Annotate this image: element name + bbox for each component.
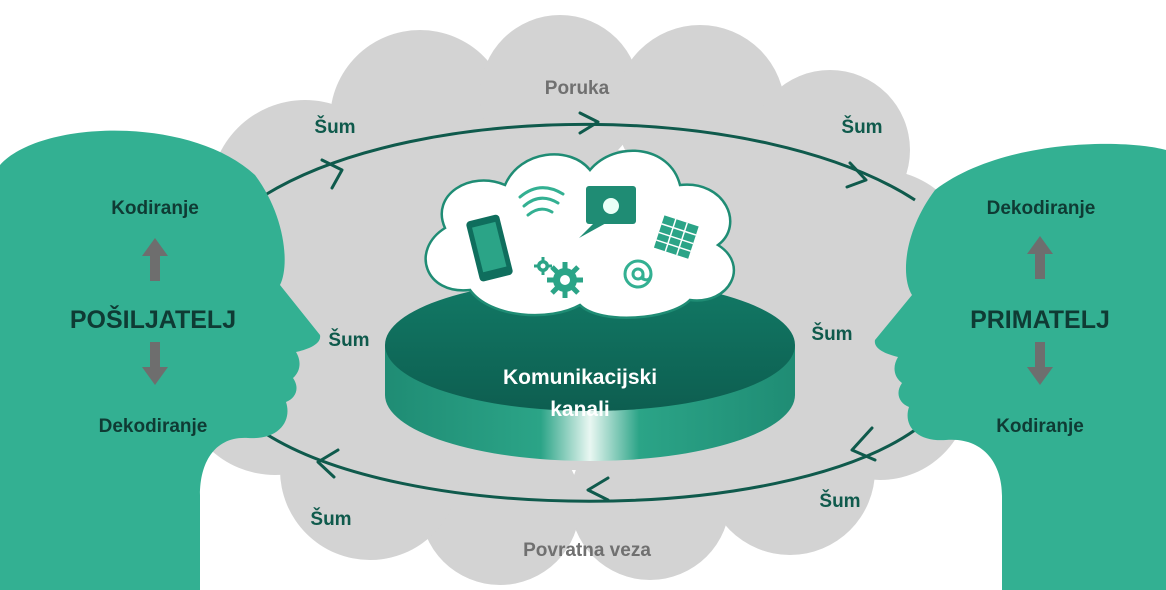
sender-bottom-label: Dekodiranje bbox=[99, 416, 208, 437]
noise-label-mid-left: Šum bbox=[328, 329, 369, 351]
chevron-right-icon bbox=[845, 161, 868, 189]
channel-icons bbox=[466, 186, 699, 298]
noise-label-bottom-right: Šum bbox=[819, 490, 860, 512]
noise-label-bottom-left: Šum bbox=[310, 508, 351, 530]
receiver-title: PRIMATELJ bbox=[970, 306, 1110, 334]
receiver-bottom-label: Kodiranje bbox=[996, 416, 1084, 437]
noise-label-mid-right: Šum bbox=[811, 323, 852, 345]
feedback-label: Povratna veza bbox=[523, 540, 651, 561]
chevron-left-icon bbox=[586, 476, 610, 502]
channel-label-line2: kanali bbox=[550, 398, 610, 421]
arrow-down-icon bbox=[1027, 342, 1053, 385]
channel-label-line1: Komunikacijski bbox=[503, 366, 657, 389]
chevron-left-icon bbox=[316, 448, 340, 479]
gears-icon bbox=[534, 257, 583, 298]
chevron-right-icon bbox=[578, 111, 600, 135]
chevron-left-icon bbox=[850, 426, 877, 462]
arrow-up-icon bbox=[142, 238, 168, 281]
receiver-arrows bbox=[1027, 236, 1053, 385]
sender-title: POŠILJATELJ bbox=[70, 304, 236, 334]
chevron-right-icon bbox=[320, 158, 344, 190]
sender-arrows bbox=[142, 238, 168, 385]
grid-document-icon bbox=[653, 215, 699, 259]
message-path bbox=[264, 122, 916, 202]
receiver-head bbox=[874, 143, 1166, 590]
message-label: Poruka bbox=[545, 78, 610, 99]
noise-label-top-left: Šum bbox=[314, 116, 355, 138]
noise-label-top-right: Šum bbox=[841, 116, 882, 138]
arrow-down-icon bbox=[142, 342, 168, 385]
sender-top-label: Kodiranje bbox=[111, 198, 199, 219]
arrow-up-icon bbox=[1027, 236, 1053, 279]
smartphone-icon bbox=[466, 214, 513, 282]
communication-loop bbox=[259, 111, 916, 503]
wifi-icon bbox=[518, 186, 565, 217]
sender-head bbox=[0, 130, 321, 590]
chat-bubble-icon bbox=[579, 186, 636, 238]
receiver-top-label: Dekodiranje bbox=[987, 198, 1096, 219]
at-sign-icon bbox=[623, 259, 653, 289]
channel-cylinder bbox=[385, 279, 795, 461]
feedback-path bbox=[259, 428, 916, 503]
